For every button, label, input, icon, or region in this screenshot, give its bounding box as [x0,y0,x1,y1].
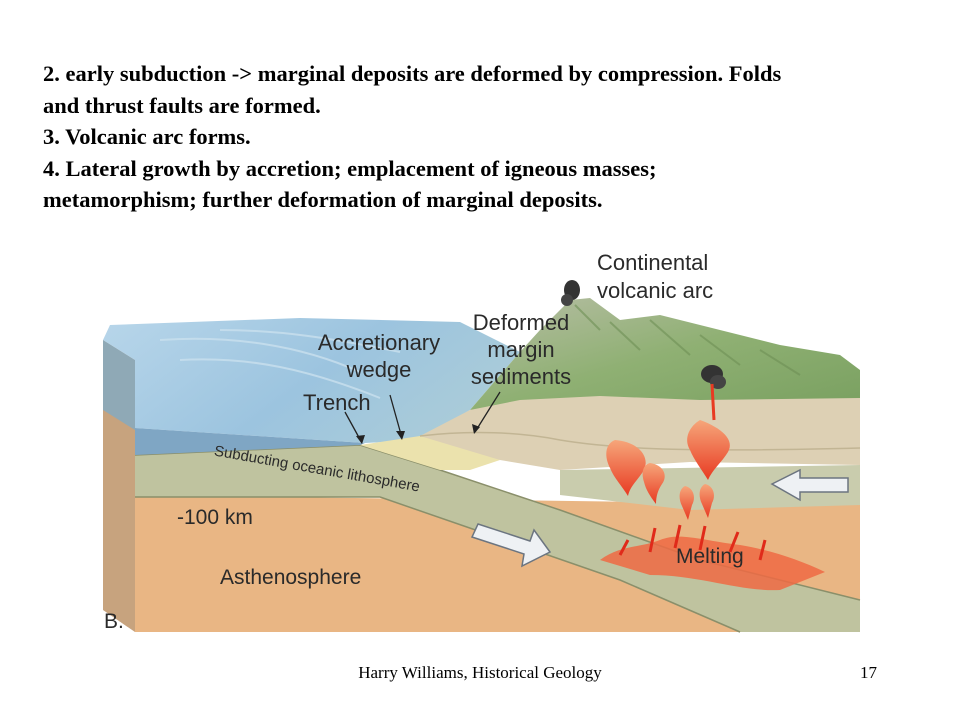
text-line-1: 2. early subduction -> marginal deposits… [43,61,782,86]
slide-text-block: 2. early subduction -> marginal deposits… [43,58,943,216]
text-line-3: 3. Volcanic arc forms. [43,124,251,149]
label-volcanic-arc: volcanic arc [597,278,713,303]
subducting-slab [135,445,860,632]
label-sediments: sediments [471,364,571,389]
text-line-5: metamorphism; further deformation of mar… [43,187,603,212]
label-margin: margin [487,337,554,362]
label-depth: -100 km [177,506,253,529]
subduction-arrow-icon [470,523,552,568]
magma-bodies [606,420,730,520]
label-wedge: wedge [346,357,412,382]
block-left-face [103,340,135,632]
label-accretionary: Accretionary [318,330,440,355]
volcano-ash-plume-icon [561,280,726,389]
label-panel-b: B. [104,610,124,633]
compression-arrow-icon [770,468,849,502]
volcanic-conduit [710,383,716,421]
text-line-2: and thrust faults are formed. [43,92,321,118]
label-melting: Melting [676,545,744,568]
melting-zone [600,524,825,591]
ocean-surface [103,318,520,443]
label-continental: Continental [597,250,708,275]
label-trench: Trench [303,390,371,415]
text-line-4: 4. Lateral growth by accretion; emplacem… [43,155,657,181]
footer-credit: Harry Williams, Historical Geology [358,663,602,682]
slide-number: 17 [860,663,877,682]
label-asthenosphere: Asthenosphere [220,566,361,589]
continental-land-surface [470,298,860,410]
label-deformed: Deformed [473,310,570,335]
